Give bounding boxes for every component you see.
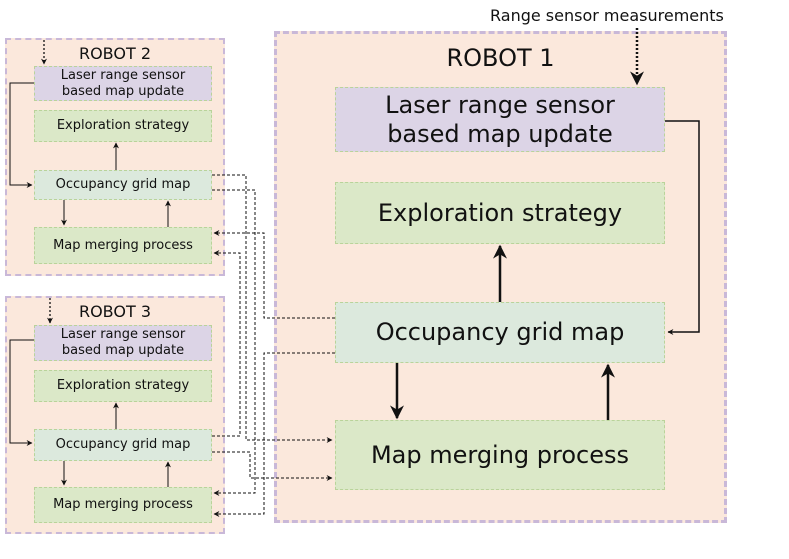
robot-1-merging-box: Map merging process — [335, 420, 665, 490]
robot-1-sensor-to-grid-arrow — [665, 120, 700, 335]
robot-3-occupancy-grid-box: Occupancy grid map — [34, 429, 212, 461]
robot-2-exploration-box: Exploration strategy — [34, 110, 212, 142]
robot-3-to-robot-2-link — [212, 250, 241, 437]
robot-1-exploration-box: Exploration strategy — [335, 182, 665, 244]
robot-3-sensor-to-grid-arrow — [9, 339, 34, 446]
robot-1-occupancy-grid-box: Occupancy grid map — [335, 302, 665, 363]
robot-2-sensor-to-grid-arrow — [9, 82, 34, 188]
robot-3-merging-box: Map merging process — [34, 487, 212, 523]
robot-1-sensor-update-box: Laser range sensor based map update — [335, 87, 665, 152]
robot-2-occupancy-grid-box: Occupancy grid map — [34, 170, 212, 200]
robot-2-to-robot-3-link — [212, 189, 256, 496]
robot-1-title: ROBOT 1 — [446, 44, 555, 72]
robot-2-title: ROBOT 2 — [78, 44, 152, 63]
robot-1-to-robot-2-link — [213, 230, 335, 319]
robot-3-exploration-box: Exploration strategy — [34, 370, 212, 402]
robot-3-to-robot-1-link — [212, 451, 333, 481]
robot-1-to-robot-3-link — [213, 352, 335, 517]
robot-2-sensor-update-box: Laser range sensor based map update — [34, 66, 212, 101]
robot-3-title: ROBOT 3 — [78, 302, 152, 321]
robot-2-merging-box: Map merging process — [34, 227, 212, 264]
robot-3-sensor-update-box: Laser range sensor based map update — [34, 325, 212, 361]
robot-2-to-robot-1-link — [212, 174, 333, 443]
range-sensor-caption: Range sensor measurements — [490, 6, 724, 25]
